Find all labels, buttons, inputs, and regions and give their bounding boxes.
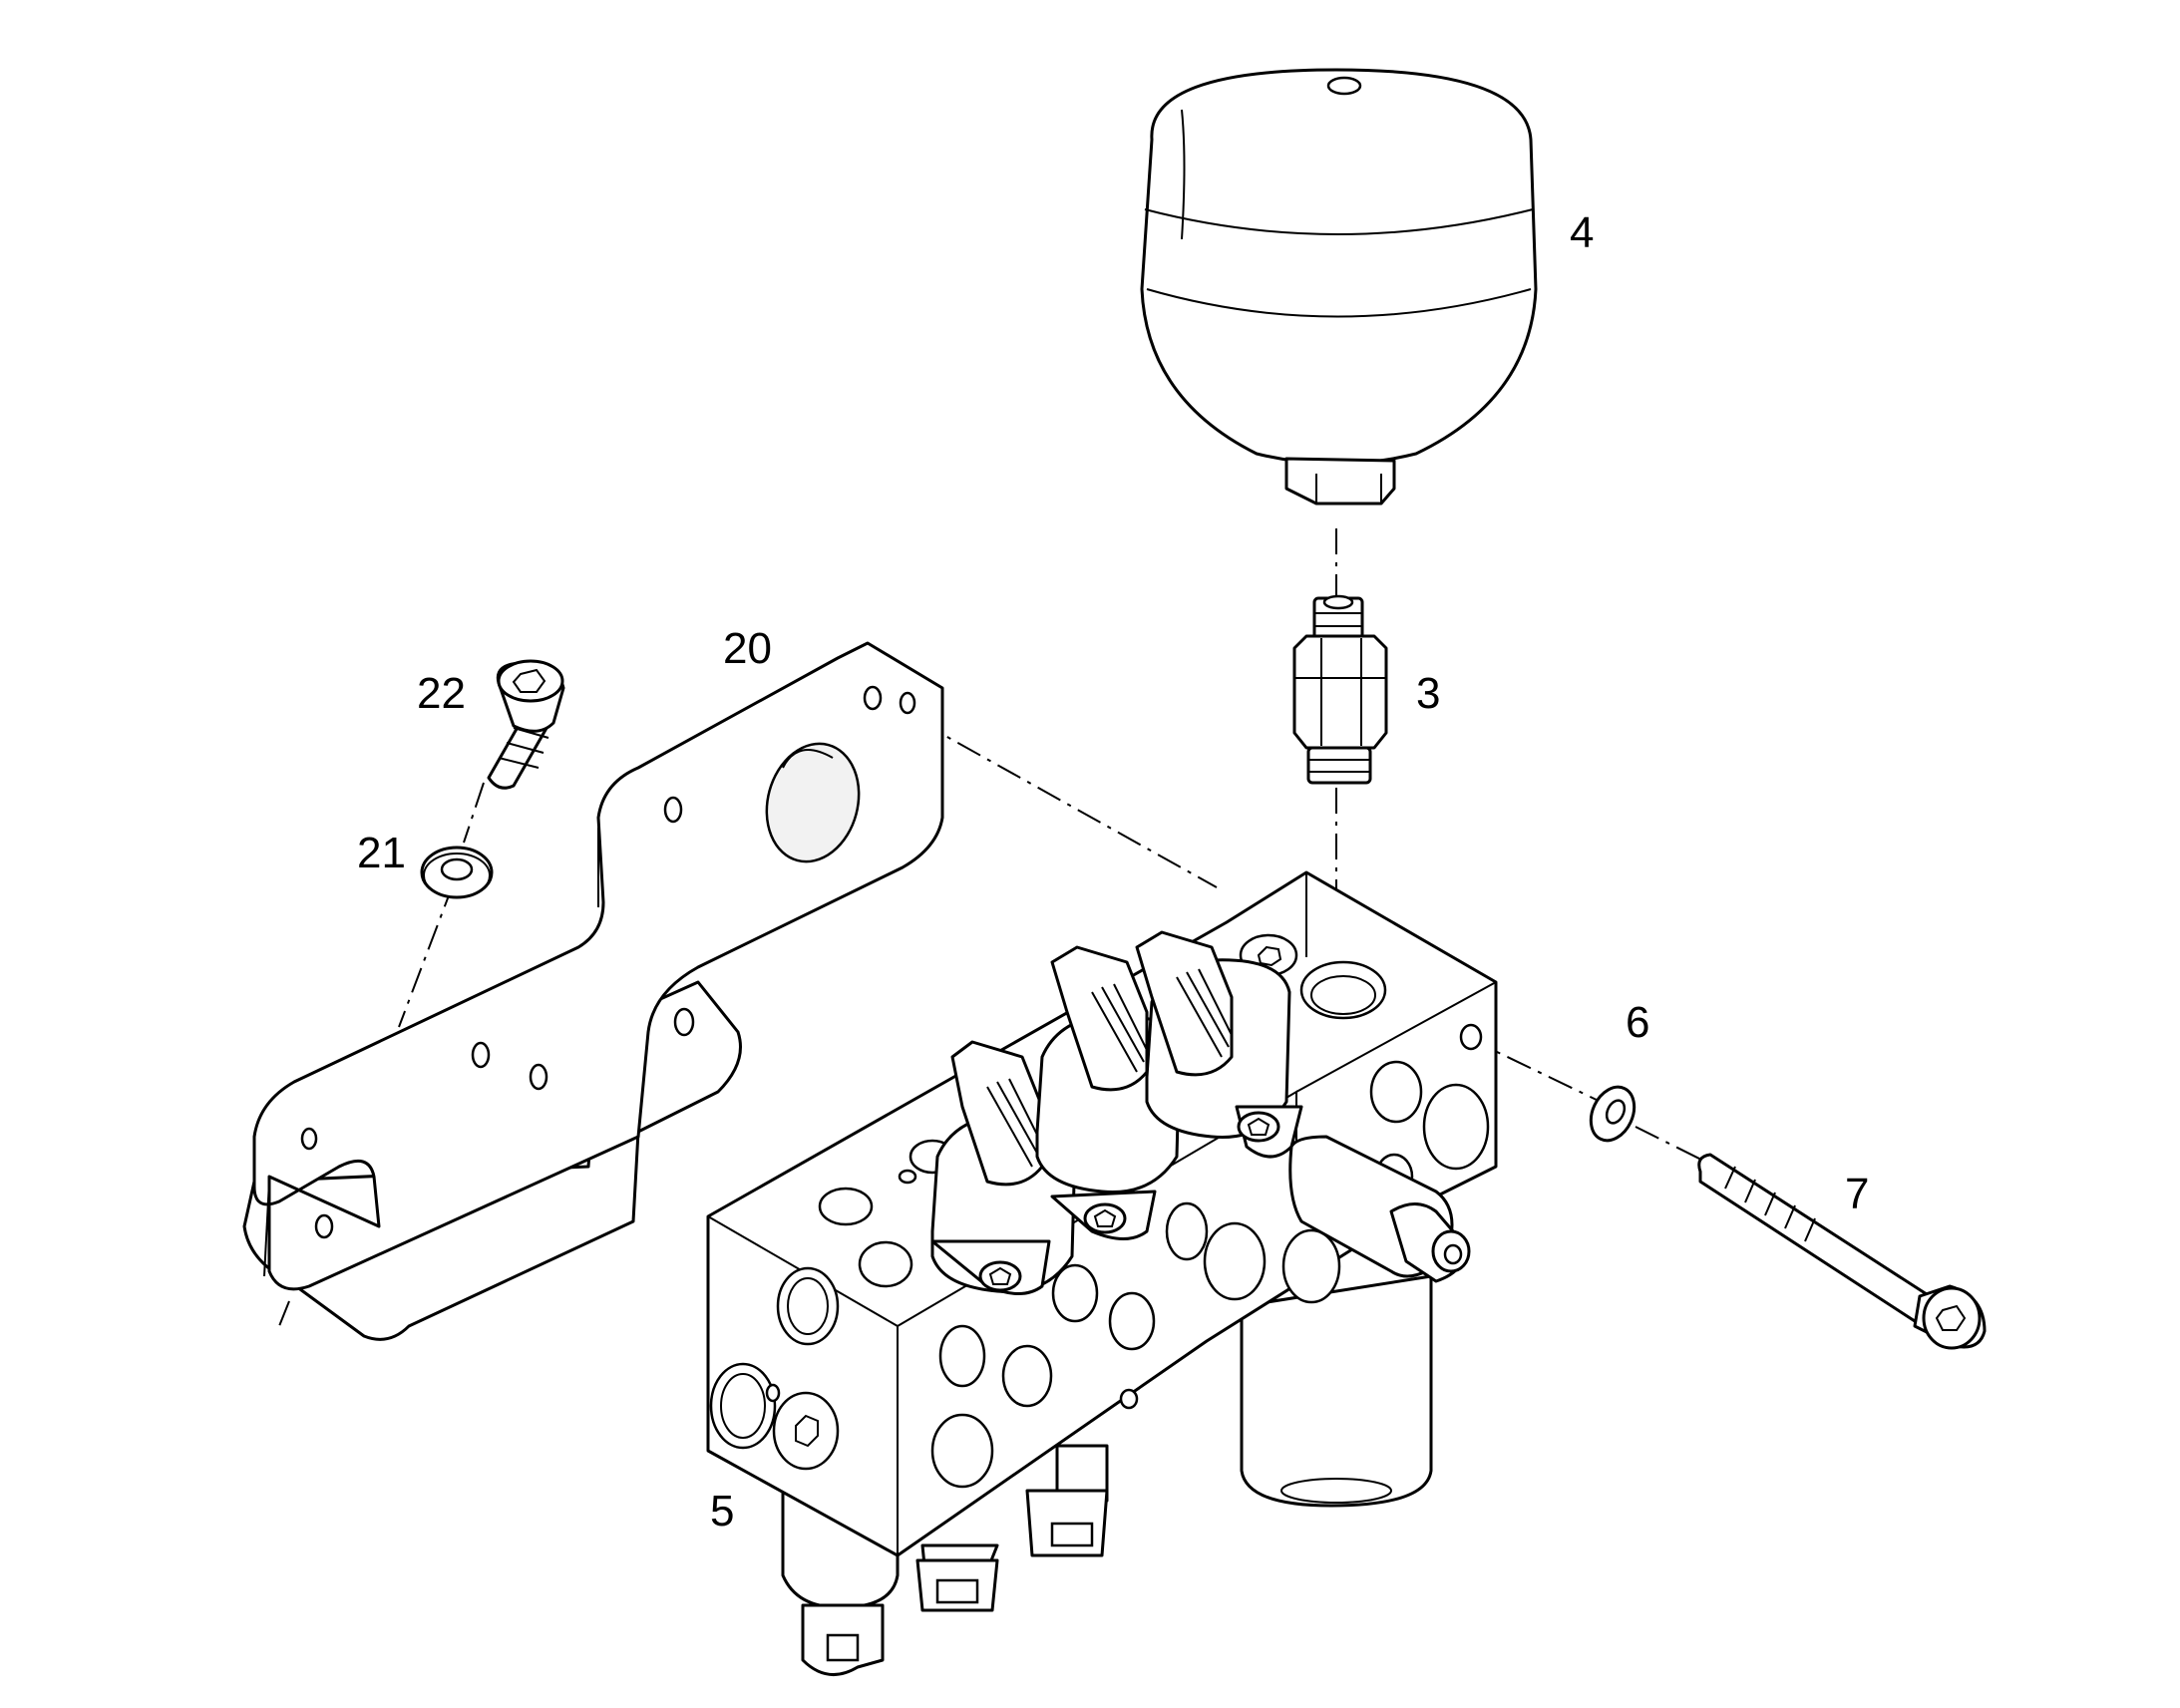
- callout-21: 21: [357, 829, 406, 877]
- callout-4: 4: [1570, 208, 1594, 257]
- accumulator-part-4: [1140, 68, 1538, 506]
- fitting-part-3: [1292, 594, 1388, 785]
- callout-labels: 4 3 20 22 21 6 7 5: [357, 208, 1869, 1536]
- valve-block-part-5: [706, 870, 1498, 1677]
- callout-22: 22: [417, 669, 466, 718]
- bolt-part-7: [1697, 1153, 1987, 1350]
- callout-5: 5: [710, 1487, 734, 1536]
- bracket-part-20: [242, 641, 944, 1341]
- washer-part-6: [1589, 1085, 1636, 1143]
- washer-part-21: [420, 846, 494, 899]
- cap-screw-part-22: [487, 659, 565, 790]
- callout-3: 3: [1416, 669, 1440, 718]
- callout-20: 20: [723, 624, 772, 673]
- callout-6: 6: [1626, 998, 1649, 1047]
- callout-7: 7: [1845, 1170, 1869, 1218]
